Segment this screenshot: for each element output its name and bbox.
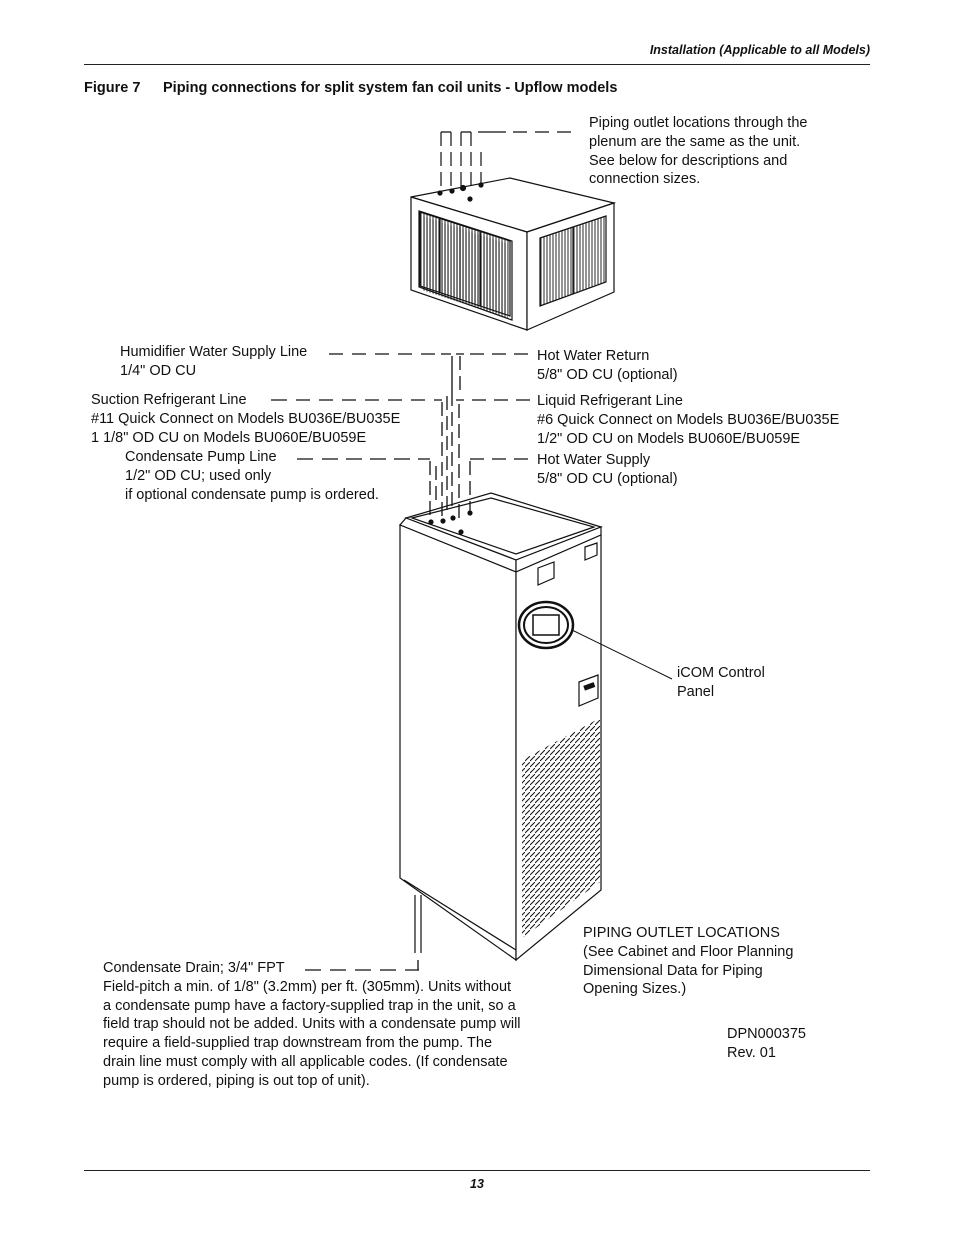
plenum-outlet-pipes (437, 131, 571, 202)
figure-number: Figure 7 (84, 80, 141, 96)
figure-caption: Figure 7 Piping connections for split sys… (84, 80, 617, 96)
header-rule (84, 64, 870, 65)
label-suction: Suction Refrigerant Line#11 Quick Connec… (91, 392, 401, 446)
drain-pipe (414, 895, 422, 953)
figure-title: Piping connections for split system fan … (163, 80, 618, 96)
fan-coil-unit (399, 492, 603, 962)
label-liquid: Liquid Refrigerant Line#6 Quick Connect … (537, 393, 840, 447)
running-header: Installation (Applicable to all Models) (649, 43, 870, 57)
icom-control-panel (517, 600, 575, 650)
page-number: 13 (470, 1177, 484, 1191)
label-piping-outlet-locations: PIPING OUTLET LOCATIONS(See Cabinet and … (583, 925, 794, 998)
leader-lines (271, 353, 530, 971)
footer-rule (84, 1170, 870, 1171)
plenum-box (410, 131, 617, 331)
icom-leader (571, 629, 673, 680)
